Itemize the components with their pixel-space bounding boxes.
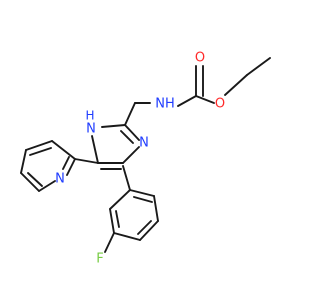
bond-phenyl-5 <box>109 208 115 234</box>
bond-phenyl-5-inner <box>115 210 120 228</box>
bond-pyr-2-inner <box>29 147 52 156</box>
bond-phenyl-4 <box>113 232 141 241</box>
bond-pyr-6 <box>66 158 76 176</box>
bond-pyr-2 <box>25 140 53 151</box>
bond-phenyl-3-inner <box>137 220 152 235</box>
atom-imidazole-n: N <box>139 136 149 151</box>
bond-imid-n3-c2 <box>124 124 140 141</box>
atom-imidazole-nh: N <box>86 122 96 137</box>
bond-imid-c2-nh <box>101 124 126 128</box>
bond-pyr-4 <box>20 172 40 192</box>
bond-pyr-4-inner <box>27 172 43 187</box>
atom-o-carbonyl: O <box>195 51 205 66</box>
molecule-structure: O O NH H N N N F <box>20 51 271 267</box>
atom-imidazole-h: H <box>85 109 94 123</box>
bond-phenyl-3 <box>139 220 159 241</box>
bond-imid-phenyl <box>122 165 131 191</box>
bond-imid-c4-n3 <box>122 146 140 164</box>
bond-phenyl-2 <box>153 195 159 222</box>
molecule-canvas: O O NH H N N N F <box>20 50 271 267</box>
bond-pyr-1 <box>51 140 76 160</box>
atom-pyridine-n: N <box>55 172 65 187</box>
bond-pyr-5 <box>38 180 56 192</box>
bond-pyr-6-inner <box>62 156 70 170</box>
atom-o-ester: O <box>215 97 225 112</box>
bond-imid-pyridine <box>74 158 99 164</box>
bond-imid-nh-c5 <box>91 135 99 164</box>
bond-carbonyl-nh <box>177 95 197 107</box>
bond-phenyl-1-inner <box>133 196 153 203</box>
bond-phenyl-6 <box>109 189 131 210</box>
bond-imid-n3-c2-inner <box>120 130 134 144</box>
bond-pyr-3 <box>20 149 27 174</box>
bond-ethyl-2 <box>224 74 248 96</box>
bond-ethyl-1 <box>246 57 271 76</box>
atom-nh-carbamate: NH <box>155 97 175 112</box>
bond-ch2-imidazole <box>124 102 136 126</box>
bond-phenyl-1 <box>129 189 155 197</box>
bond-c-f <box>104 232 115 253</box>
bond-ester-o-carbon <box>195 95 215 104</box>
atom-fluorine: F <box>96 252 103 267</box>
